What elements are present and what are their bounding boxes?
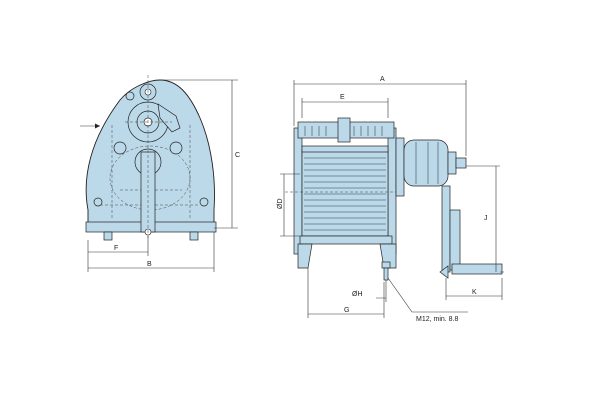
dimension-k-label: K — [472, 289, 477, 296]
front-lever-arm — [157, 103, 181, 133]
dimension-a: A — [293, 76, 467, 156]
side-input-shaft — [455, 157, 467, 169]
dimension-e-label: E — [340, 94, 345, 101]
front-knob — [125, 91, 135, 101]
dimension-od: ØD — [277, 173, 300, 237]
dimension-j: J — [466, 165, 504, 273]
dimension-oh: ØH — [352, 280, 387, 302]
dimension-c: C — [160, 79, 240, 229]
side-plate-right — [387, 127, 397, 255]
front-foot-right — [189, 231, 199, 241]
dimension-c-label: C — [235, 152, 240, 159]
dimension-b: B — [87, 232, 215, 272]
bolt-callout: M12, min. 8.8 — [387, 277, 468, 323]
front-view: C F B — [80, 75, 240, 272]
side-base — [299, 235, 393, 245]
side-gear-plate — [395, 137, 405, 197]
side-bolt-shank — [383, 267, 389, 281]
dimension-k: K — [445, 278, 503, 300]
dimension-f: F — [87, 236, 149, 256]
side-crank-tip — [439, 265, 449, 279]
dimension-g-label: G — [344, 307, 349, 314]
dimension-g: G — [307, 268, 385, 318]
front-mount-hole-left — [93, 197, 103, 207]
dimension-f-label: F — [114, 245, 118, 252]
side-view: A E ØD J ØH K G — [277, 76, 504, 323]
side-gearbox — [403, 139, 449, 187]
front-rope-arrowhead — [95, 123, 100, 129]
side-drum-flange-top — [301, 145, 389, 153]
side-plate-left — [293, 127, 303, 255]
dimension-a-label: A — [380, 76, 385, 83]
side-gear-cap — [447, 151, 457, 175]
side-drum — [301, 149, 389, 237]
dimension-b-label: B — [147, 261, 152, 268]
side-crank-sleeve — [449, 209, 461, 271]
side-drum-grooves — [304, 157, 386, 231]
bolt-callout-label: M12, min. 8.8 — [416, 316, 459, 323]
side-crank-arm — [441, 185, 451, 273]
front-mount-hole-right — [199, 197, 209, 207]
dimension-oh-label: ØH — [352, 291, 363, 298]
dimension-e: E — [301, 94, 389, 118]
side-crank-handle — [451, 263, 503, 275]
dimension-od-label: ØD — [277, 199, 284, 210]
dimension-j-label: J — [484, 215, 488, 222]
side-foot-left — [297, 243, 313, 269]
front-pawl-left — [113, 141, 127, 155]
side-bolt-head — [381, 261, 391, 269]
front-pawl-right — [169, 141, 183, 155]
side-top-clamp — [337, 117, 351, 143]
front-foot-left — [103, 231, 113, 241]
